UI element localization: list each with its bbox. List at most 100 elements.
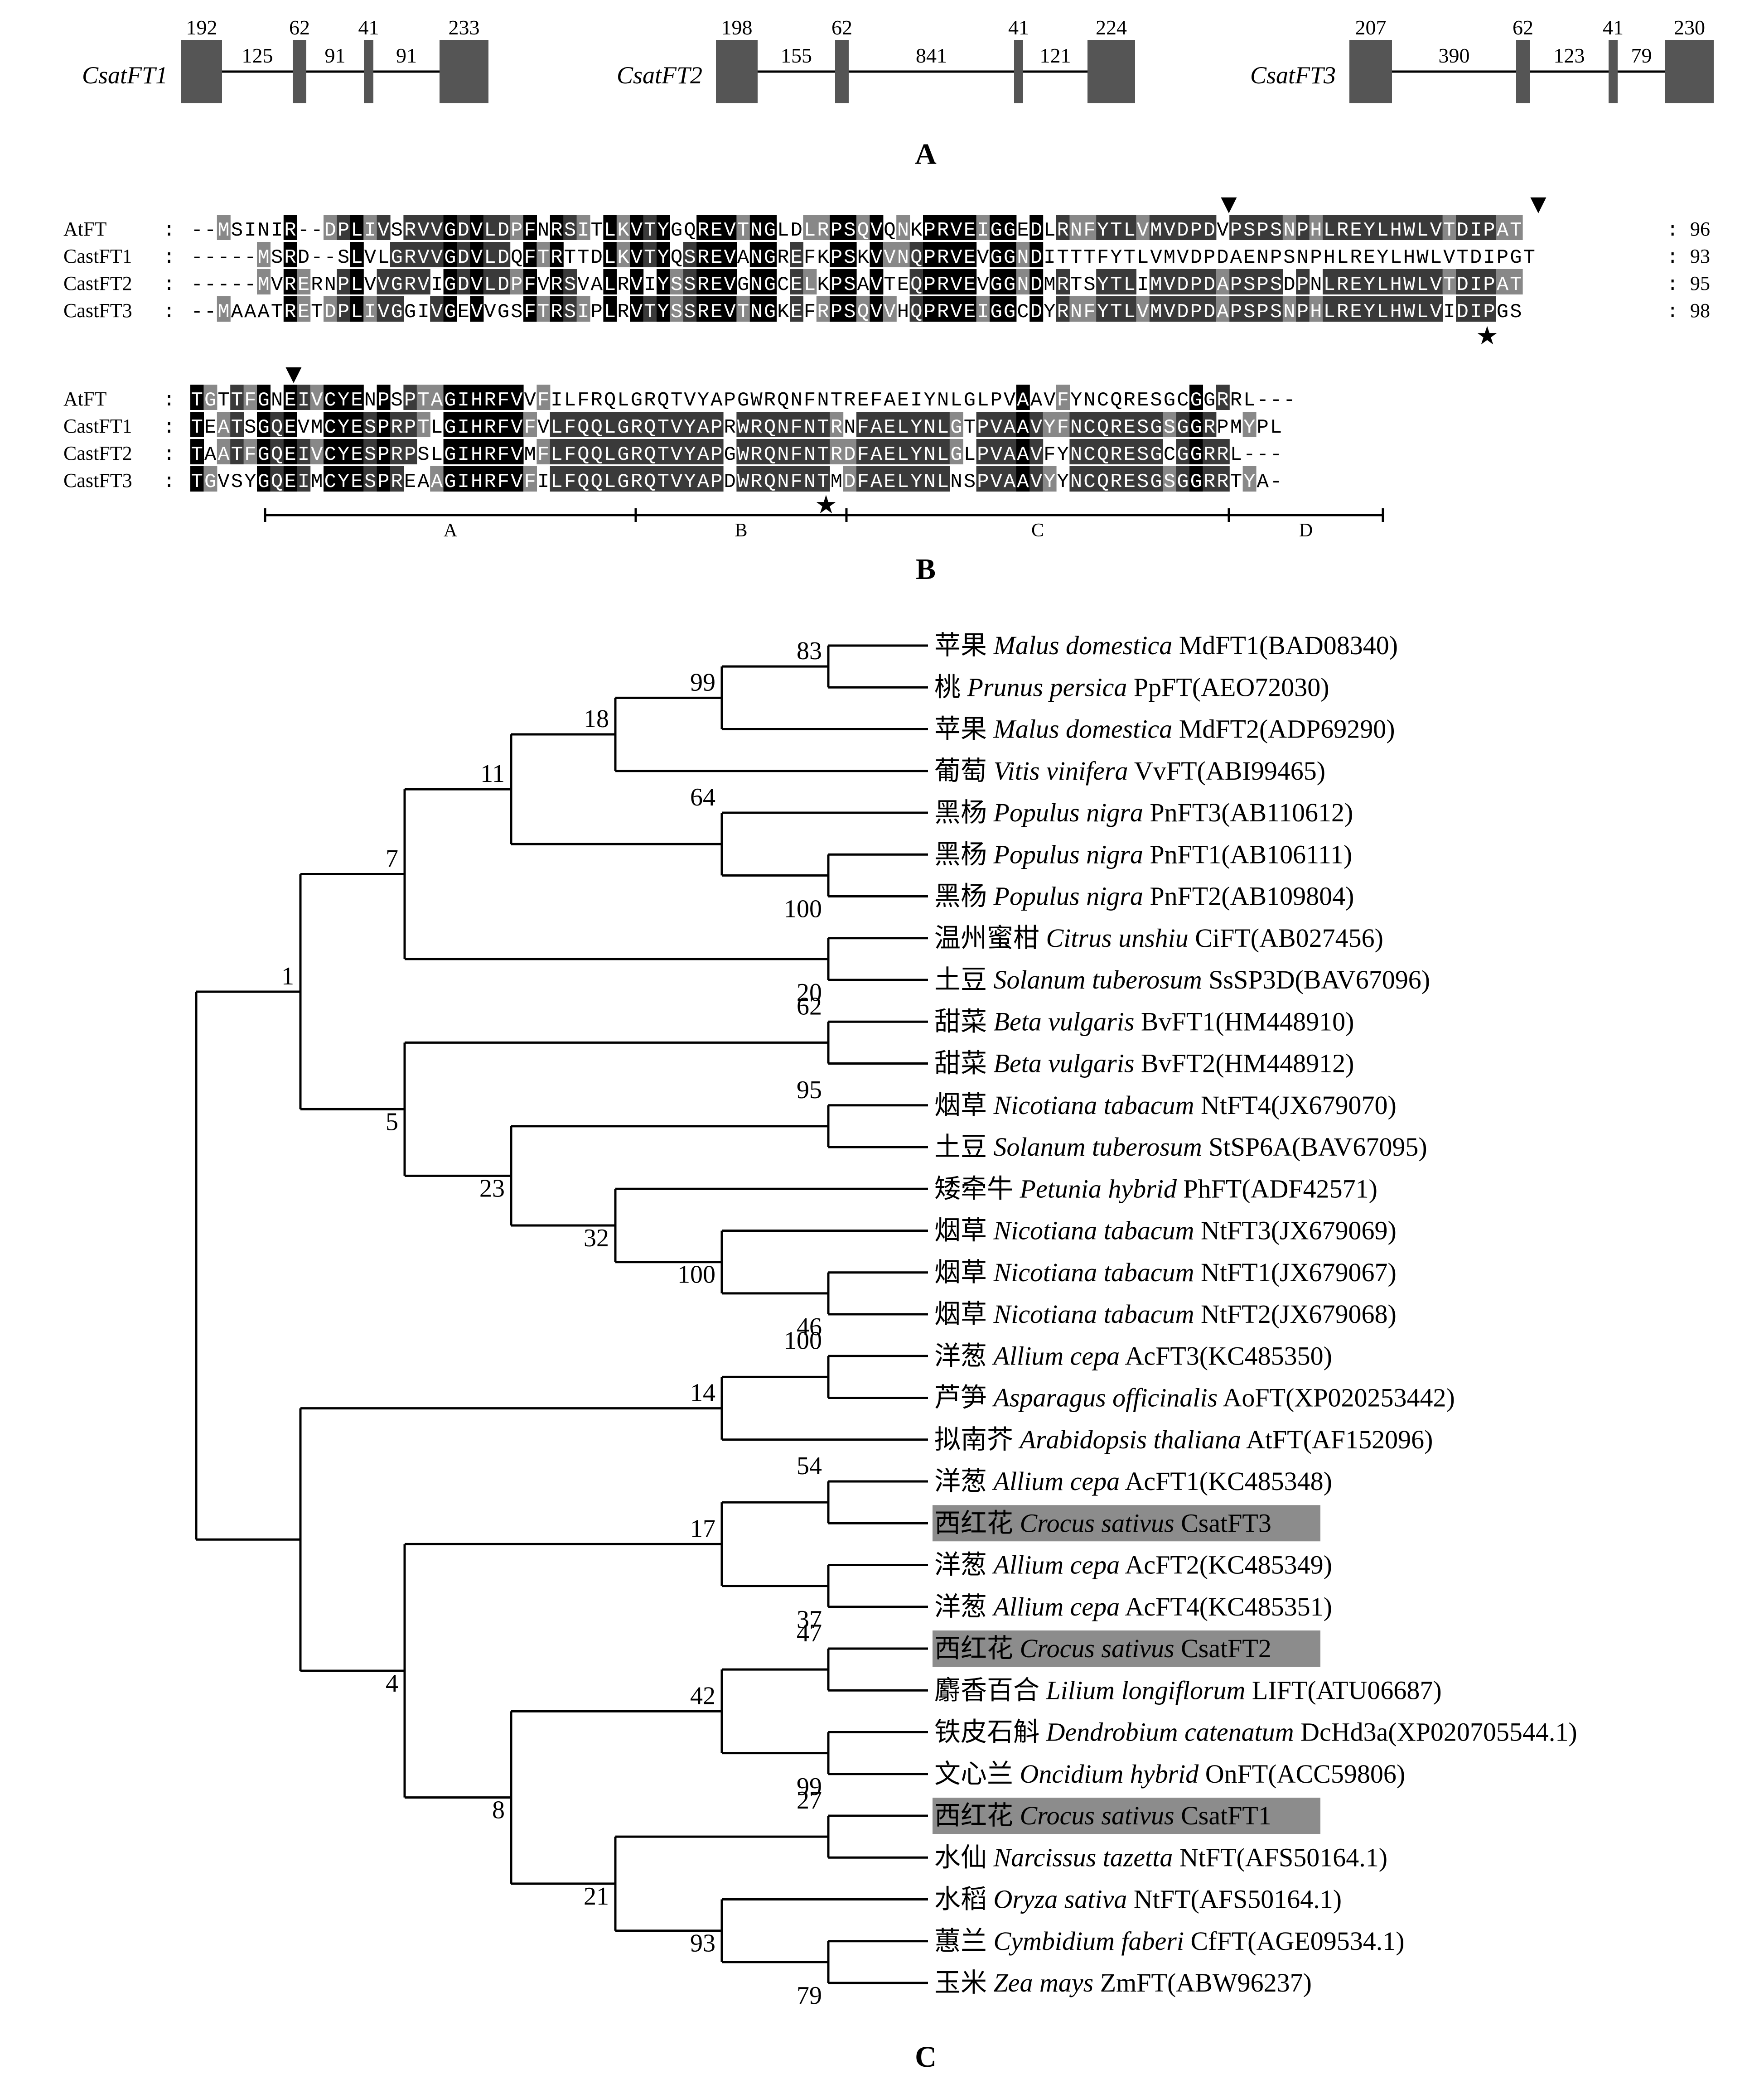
residue: F xyxy=(524,301,536,323)
taxon-species: Citrus unshiu xyxy=(1046,923,1189,953)
intron-length-label: 91 xyxy=(396,44,417,67)
residue: V xyxy=(724,274,736,296)
residue: F xyxy=(524,246,536,269)
residue: N xyxy=(777,416,789,439)
residue: L xyxy=(1416,219,1428,242)
taxon-species: Nicotiana tabacum xyxy=(993,1299,1194,1329)
residue: I xyxy=(577,301,589,323)
taxon-text: 玉米 Zea mays ZmFT(ABW96237) xyxy=(934,1968,1312,1997)
residue: I xyxy=(431,274,443,296)
separator: : xyxy=(163,274,175,296)
residue: N xyxy=(777,471,789,493)
residue: V xyxy=(977,274,989,296)
residue-shade xyxy=(563,269,577,294)
residue: P xyxy=(710,471,722,493)
residue: R xyxy=(631,471,643,493)
residue: A xyxy=(590,274,603,296)
residue: P xyxy=(1257,416,1268,439)
taxon-label: 蕙兰 Cymbidium faberi CfFT(AGE09534.1) xyxy=(934,1926,1405,1956)
residue: V xyxy=(484,301,496,323)
residue: F xyxy=(564,471,576,493)
residue-shade xyxy=(696,242,710,267)
residue: T xyxy=(1510,274,1522,296)
residue: G xyxy=(404,301,416,323)
residue: H xyxy=(471,389,483,412)
residue: R xyxy=(1337,274,1348,296)
residue-shade xyxy=(963,215,977,240)
taxon-label: 葡萄 Vitis vinifera VvFT(ABI99465) xyxy=(934,756,1325,786)
sequence-name: CastFT2 xyxy=(63,272,132,294)
taxon-chinese-name: 烟草 xyxy=(934,1090,994,1120)
residue: Y xyxy=(338,416,349,439)
residue: G xyxy=(737,274,749,296)
residue: V xyxy=(311,444,323,466)
exon-box xyxy=(364,40,373,103)
taxon-accession: NtFT(AFS50164.1) xyxy=(1173,1842,1387,1872)
residue: G xyxy=(764,219,776,242)
residue: M xyxy=(311,416,323,439)
residue: P xyxy=(1497,246,1508,269)
residue: W xyxy=(1403,219,1416,242)
residue: E xyxy=(884,416,895,439)
residue: L xyxy=(1323,274,1335,296)
residue: D xyxy=(498,274,509,296)
taxon-accession: AoFT(XP020253442) xyxy=(1218,1383,1455,1413)
residue: Y xyxy=(923,389,935,412)
residue: G xyxy=(1177,416,1189,439)
residue: D xyxy=(1470,246,1482,269)
residue-shade xyxy=(550,215,564,240)
residue: R xyxy=(1217,471,1228,493)
residue: R xyxy=(844,389,855,412)
residue: R xyxy=(391,471,402,493)
residue: A xyxy=(1030,389,1043,412)
residue: E xyxy=(457,301,469,323)
residue: - xyxy=(191,219,203,242)
residue: V xyxy=(1150,246,1162,269)
bootstrap-support-value: 83 xyxy=(797,637,822,665)
residue: F xyxy=(537,444,549,466)
residue: T xyxy=(1057,246,1068,269)
residue-shade xyxy=(350,215,364,240)
residue: R xyxy=(1110,471,1122,493)
taxon-species: Solanum tuberosum xyxy=(994,965,1202,994)
residue: W xyxy=(750,389,763,412)
residue: - xyxy=(204,301,216,323)
residue: P xyxy=(724,389,735,412)
bootstrap-support-value: 14 xyxy=(690,1379,715,1407)
sequence-end-position: 98 xyxy=(1690,299,1710,322)
residue: L xyxy=(1377,301,1388,323)
residue: S xyxy=(1283,246,1295,269)
residue-shade xyxy=(923,296,937,322)
residue: Y xyxy=(1044,301,1055,323)
taxon-accession: AcFT4(KC485351) xyxy=(1120,1592,1332,1621)
residue: V xyxy=(471,301,483,323)
residue: W xyxy=(1416,246,1429,269)
residue: A xyxy=(1217,301,1229,323)
residue: L xyxy=(1123,219,1135,242)
residue: P xyxy=(1297,274,1309,296)
residue: Y xyxy=(1044,416,1055,439)
taxon-label: 黑杨 Populus nigra PnFT2(AB109804) xyxy=(934,882,1354,911)
residue: E xyxy=(964,274,976,296)
residue-shade xyxy=(350,242,364,267)
residue: R xyxy=(1110,444,1122,466)
residue: F xyxy=(498,416,509,439)
residue-shade xyxy=(257,242,271,267)
residue-shade xyxy=(416,215,430,240)
residue: R xyxy=(551,246,562,269)
residue-shade xyxy=(883,296,897,322)
residue: I xyxy=(298,471,309,493)
residue: I xyxy=(1483,246,1495,269)
residue-shade xyxy=(536,242,551,267)
taxon-chinese-name: 矮牵牛 xyxy=(934,1174,1020,1203)
taxon-species: Crocus sativus xyxy=(1020,1801,1174,1830)
taxon-label: 水仙 Narcissus tazetta NtFT(AFS50164.1) xyxy=(934,1842,1387,1872)
residue: I xyxy=(457,471,469,493)
residue: N xyxy=(923,444,935,466)
residue: V xyxy=(1137,219,1149,242)
taxon-accession: DcHd3a(XP020705544.1) xyxy=(1294,1717,1577,1747)
residue: G xyxy=(444,389,456,412)
residue: Q xyxy=(644,471,656,493)
residue: N xyxy=(750,301,762,323)
conserved-site-arrow: ▼ xyxy=(280,359,307,389)
